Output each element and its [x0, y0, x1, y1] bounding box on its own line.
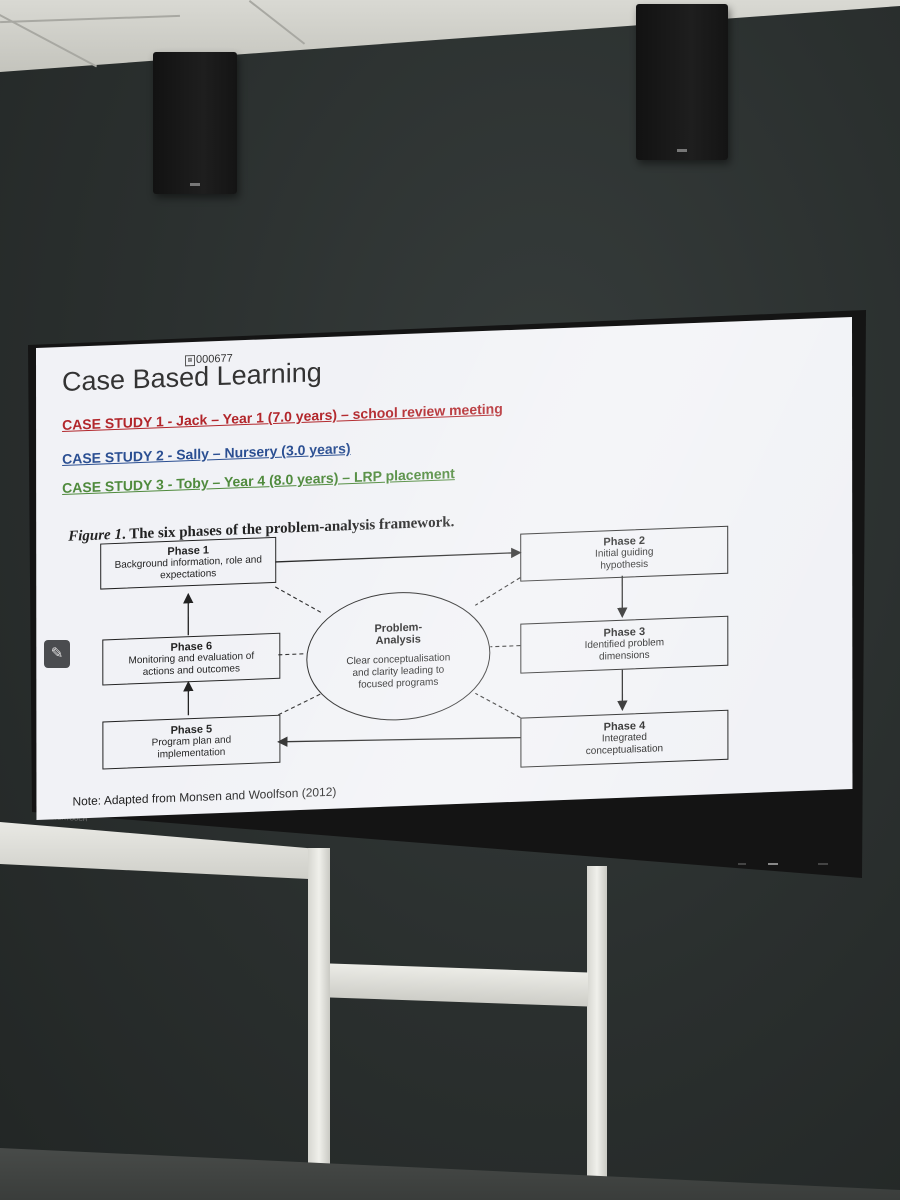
dashed-links — [274, 577, 521, 719]
arrow-phase1-phase2 — [275, 547, 522, 563]
stand-post-right — [587, 866, 607, 1200]
tv-indicator — [818, 863, 828, 865]
diagram-connectors — [183, 547, 628, 747]
speaker-left — [153, 52, 237, 194]
case-study-1-link[interactable]: CASE STUDY 1 - Jack – Year 1 (7.0 years)… — [62, 400, 503, 434]
center-title: Problem-Analysis — [374, 621, 423, 648]
phase-4-box: Phase 4 Integrated conceptualisation — [520, 709, 729, 768]
stand-post-left — [308, 848, 330, 1200]
pencil-icon[interactable]: ✎ — [44, 640, 70, 668]
tv-screen: ▦ 000677 Case Based Learning CASE STUDY … — [36, 316, 853, 820]
tv-indicator — [738, 863, 746, 865]
case-study-2-link[interactable]: CASE STUDY 2 - Sally – Nursery (3.0 year… — [62, 440, 351, 468]
phase-6-box: Phase 6 Monitoring and evaluation of act… — [102, 632, 281, 686]
phase-5-box: Phase 5 Program plan and implementation — [102, 714, 281, 770]
speaker-right — [636, 4, 728, 160]
phase-3-box: Phase 3 Identified problem dimensions — [520, 615, 729, 674]
phase-1-box: Phase 1 Background information, role and… — [100, 536, 277, 590]
center-desc: Clear conceptualisation and clarity lead… — [346, 652, 451, 691]
slide-title: Case Based Learning — [62, 357, 322, 398]
tv-indicator — [768, 863, 778, 865]
phase-2-box: Phase 2 Initial guiding hypothesis — [520, 525, 729, 582]
arrow-phase4-phase5 — [277, 736, 521, 747]
case-study-3-link[interactable]: CASE STUDY 3 - Toby – Year 4 (8.0 years)… — [62, 465, 455, 497]
